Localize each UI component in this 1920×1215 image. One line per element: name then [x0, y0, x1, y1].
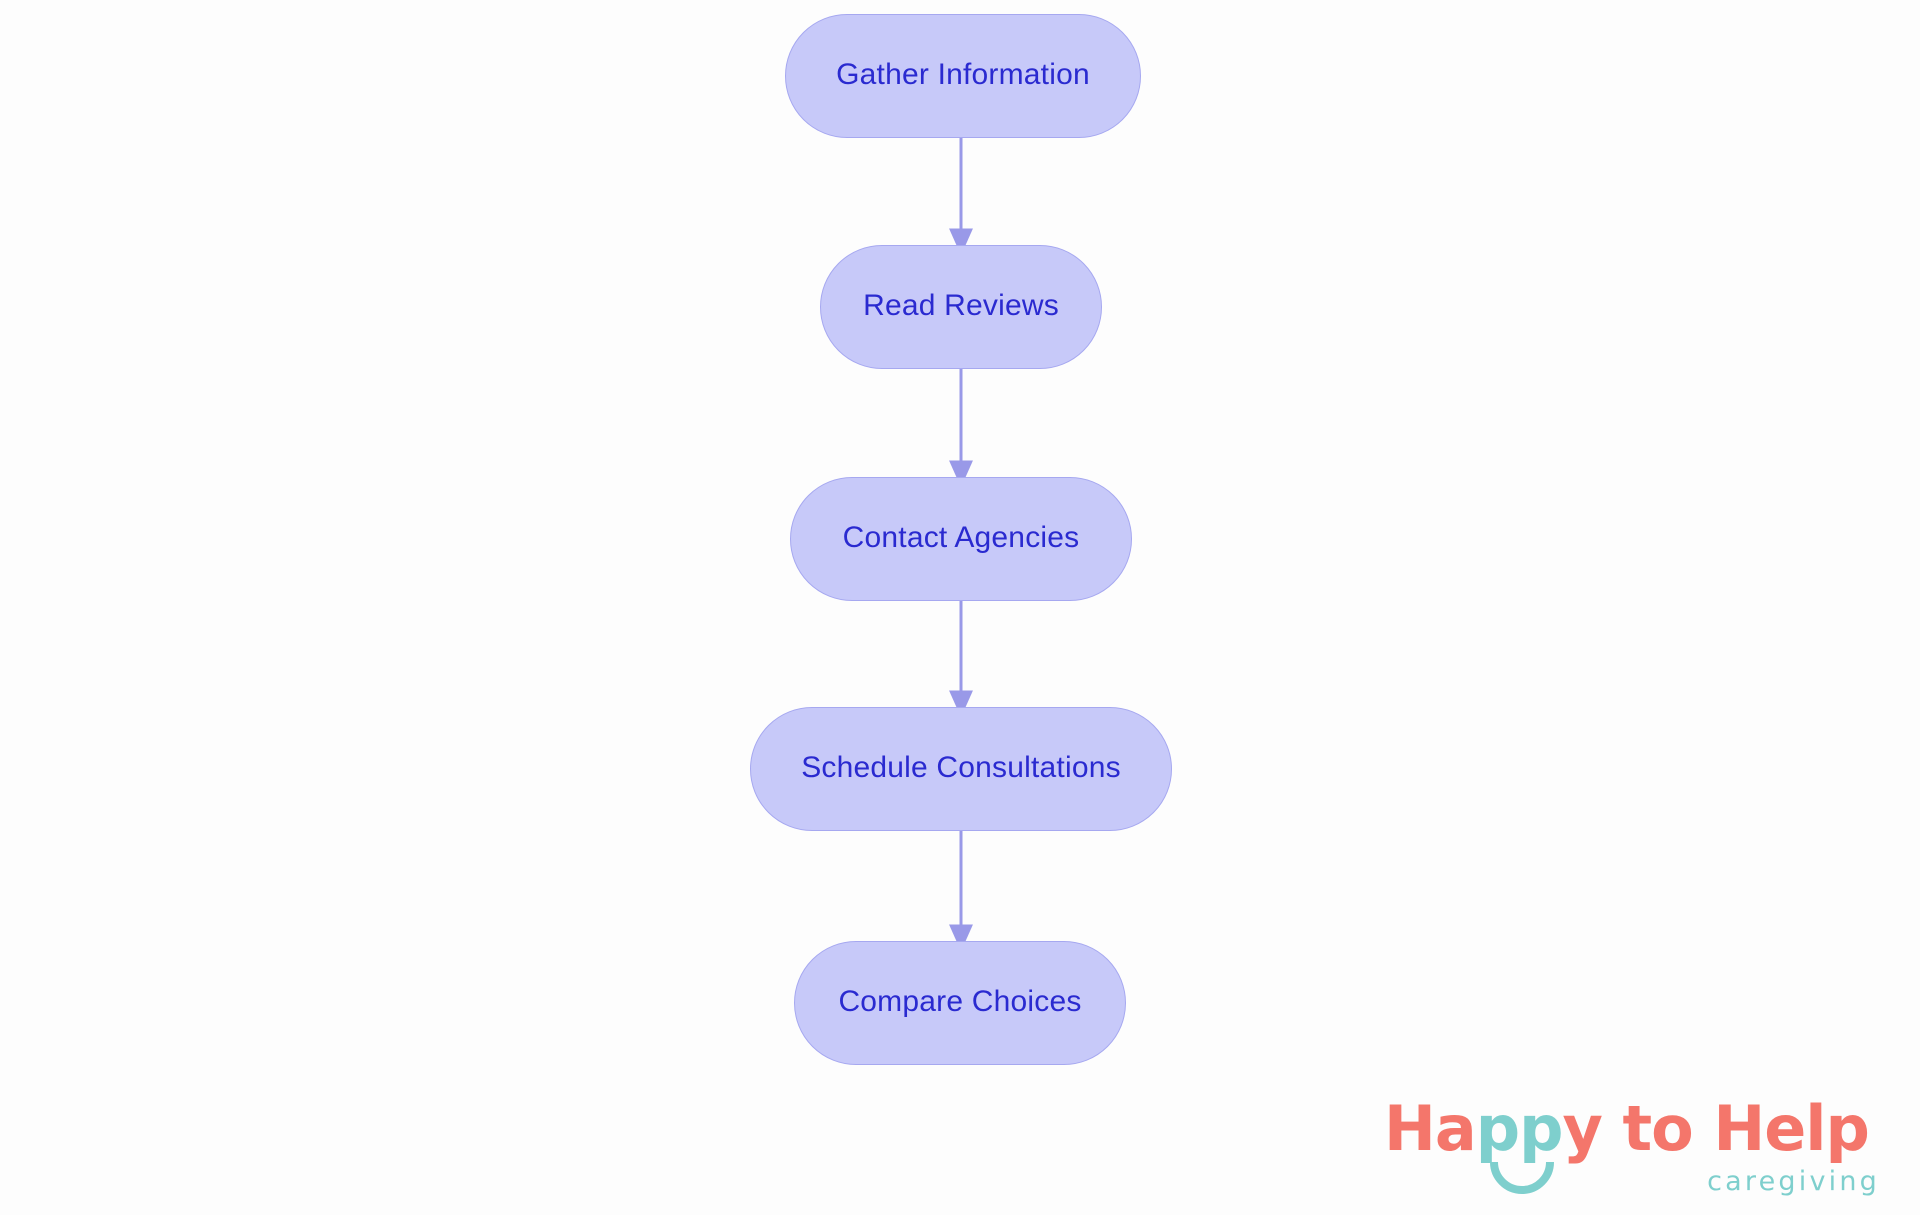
flow-node-gather-information[interactable]: Gather Information: [785, 14, 1141, 138]
brand-tagline: caregiving: [1707, 1166, 1880, 1197]
flow-node-label: Gather Information: [836, 58, 1090, 91]
brand-wordmark-part-teal: pp: [1475, 1092, 1564, 1165]
brand-wordmark-part-2: y to Help: [1562, 1092, 1870, 1165]
flow-node-label: Read Reviews: [863, 289, 1059, 322]
flow-node-schedule-consultations[interactable]: Schedule Consultations: [750, 707, 1172, 831]
flow-node-label: Schedule Consultations: [801, 751, 1121, 784]
brand-wordmark: Happy to Help: [1384, 1098, 1870, 1160]
brand-logo: Happy to Help caregiving: [1384, 1098, 1884, 1208]
smile-icon: [1490, 1161, 1554, 1194]
brand-wordmark-part-1: Ha: [1384, 1092, 1477, 1165]
flow-node-label: Compare Choices: [838, 985, 1082, 1018]
flow-node-contact-agencies[interactable]: Contact Agencies: [790, 477, 1132, 601]
flow-node-read-reviews[interactable]: Read Reviews: [820, 245, 1102, 369]
flow-node-compare-choices[interactable]: Compare Choices: [794, 941, 1126, 1065]
flow-node-label: Contact Agencies: [842, 521, 1080, 554]
